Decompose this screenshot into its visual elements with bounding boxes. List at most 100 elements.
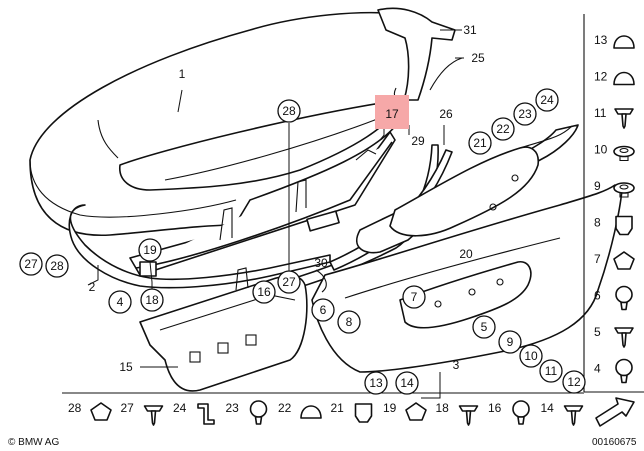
screw-icon [614,327,634,348]
sidebar-part-13[interactable]: 13 [594,33,635,49]
callout-label: 22 [496,122,510,136]
sidebar-part-12[interactable]: 12 [594,70,635,86]
callout-20[interactable]: 20 [459,247,473,261]
cap-icon [300,405,322,419]
callout-30[interactable]: 30 [314,256,328,270]
diagram-number: 00160675 [592,437,637,448]
part-number: 4 [594,362,601,376]
callout-31[interactable]: 31 [463,23,477,37]
callout-24[interactable]: 24 [535,88,559,112]
strip-part-21[interactable]: 21 [331,401,373,423]
callout-18[interactable]: 18 [140,288,164,312]
brand-label: © BMW AG [8,437,59,448]
strip-part-14[interactable]: 14 [541,401,584,426]
callout-label: 24 [540,93,554,107]
part-number: 12 [594,70,608,84]
bracket-icon [197,403,215,425]
callout-28a[interactable]: 28 [277,99,301,123]
callout-circle [337,310,361,334]
callout-label: 29 [411,134,425,148]
trunk-lid [29,11,413,237]
strip-part-23[interactable]: 23 [226,400,268,425]
callout-7[interactable]: 7 [402,285,426,309]
callout-label: 6 [320,303,327,317]
callout-19[interactable]: 19 [138,238,162,262]
trim-plate [356,124,579,254]
part-number: 24 [173,401,187,415]
callout-14[interactable]: 14 [395,371,419,395]
callout-circle [491,117,515,141]
callout-circle [395,371,419,395]
callout-6[interactable]: 6 [311,298,335,322]
callout-28b[interactable]: 28 [45,254,69,278]
callout-label: 31 [463,23,477,37]
strip-part-28[interactable]: 28 [68,401,112,421]
plug-icon [615,215,633,236]
strip-part-18[interactable]: 18 [436,401,479,426]
callout-2[interactable]: 2 [89,280,96,294]
part-number: 27 [121,401,135,415]
callout-label: 13 [369,376,383,390]
grommet-icon [613,182,635,198]
sidebar-part-8[interactable]: 8 [594,215,633,236]
callout-9[interactable]: 9 [498,330,522,354]
sidebar-part-5[interactable]: 5 [594,325,634,348]
callout-8[interactable]: 8 [337,310,361,334]
callout-27b[interactable]: 27 [277,270,301,294]
callout-29[interactable]: 29 [411,134,425,148]
callout-label: 15 [119,360,133,374]
callout-label: 27 [282,275,296,289]
strip-part-19[interactable]: 19 [383,401,427,421]
callout-10[interactable]: 10 [519,344,543,368]
callout-label: 17 [385,107,399,121]
spoiler-seal [429,57,463,91]
callout-27a[interactable]: 27 [19,252,43,276]
callout-circle [519,344,543,368]
callout-circle [45,254,69,278]
callout-15[interactable]: 15 [119,360,133,374]
callout-label: 25 [471,51,485,65]
callout-22[interactable]: 22 [491,117,515,141]
sidebar-part-10[interactable]: 10 [594,143,635,162]
callout-26[interactable]: 26 [439,107,453,121]
footer: © BMW AG 00160675 [8,437,637,448]
callout-circle [108,290,132,314]
callout-21[interactable]: 21 [468,131,492,155]
callout-17[interactable]: 17 [375,95,409,129]
callout-25[interactable]: 25 [471,51,485,65]
callout-label: 20 [459,247,473,261]
strip-30 [315,269,327,293]
strip-part-22[interactable]: 22 [278,401,322,419]
part-number: 9 [594,179,601,193]
expanding-rivet-icon [249,400,268,425]
callout-label: 28 [282,104,296,118]
expanding-rivet-icon [512,400,530,425]
callout-circle [138,238,162,262]
callout-3[interactable]: 3 [453,358,460,372]
callout-label: 1 [179,67,186,81]
callout-16[interactable]: 16 [252,280,276,304]
callout-label: 16 [257,285,271,299]
callout-1[interactable]: 1 [179,67,186,81]
callout-label: 3 [453,358,460,372]
sidebar-part-6[interactable]: 6 [594,285,633,311]
strip-part-16[interactable]: 16 [488,400,530,425]
callout-circle [364,371,388,395]
callout-23[interactable]: 23 [513,102,537,126]
callout-12[interactable]: 12 [562,370,586,394]
screw-icon [143,405,164,426]
callout-5[interactable]: 5 [472,315,496,339]
sidebar-part-11[interactable]: 11 [594,106,634,129]
part-number: 7 [594,252,601,266]
callout-13[interactable]: 13 [364,371,388,395]
callout-4[interactable]: 4 [108,290,132,314]
callout-circle [513,102,537,126]
callout-label: 8 [346,315,353,329]
clip-icon [613,251,635,270]
strip-part-24[interactable]: 24 [173,401,215,425]
sidebar-part-4[interactable]: 4 [594,358,633,384]
sidebar-part-7[interactable]: 7 [594,251,635,270]
callout-11[interactable]: 11 [539,359,563,383]
strip-part-27[interactable]: 27 [121,401,164,426]
sidebar-part-9[interactable]: 9 [594,179,635,198]
